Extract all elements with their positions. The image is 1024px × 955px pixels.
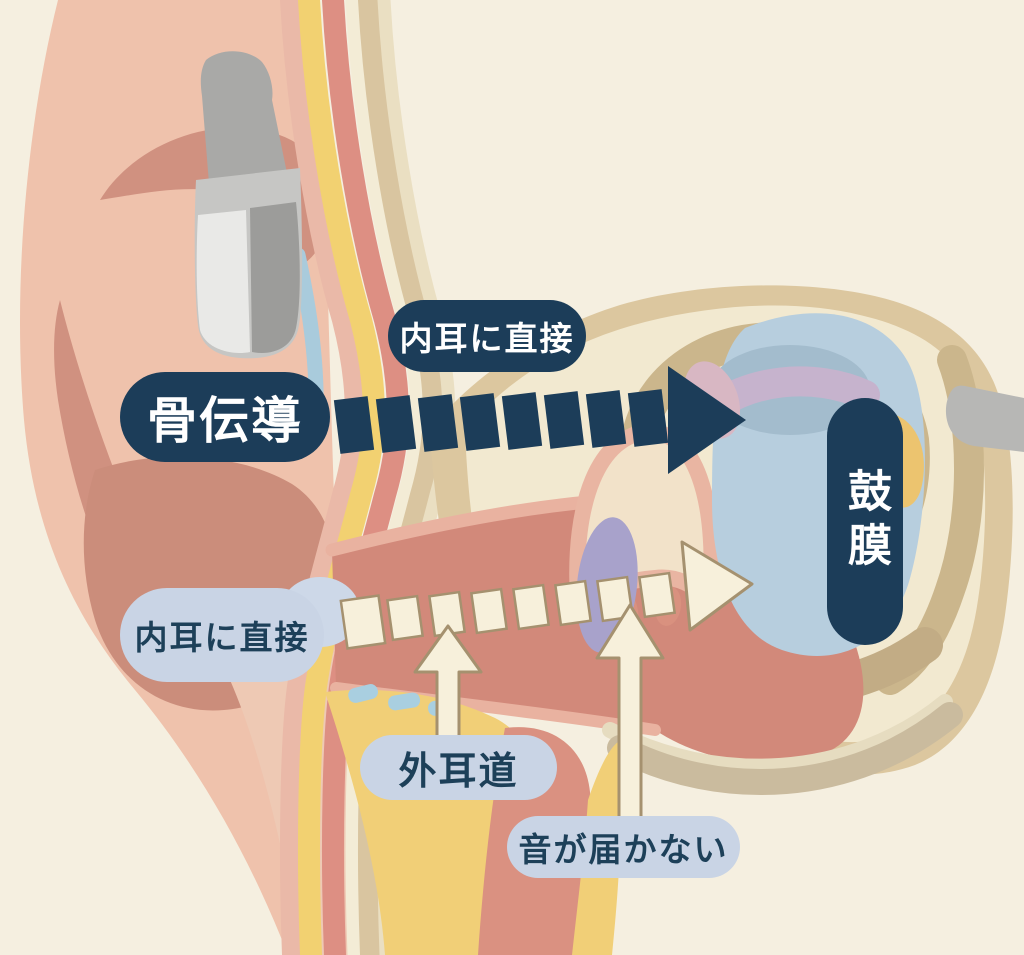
air-conduction-arrowhead [680, 540, 754, 632]
label-direct-to-inner-ear-left: 内耳に直接 [120, 588, 324, 682]
bone-lip-light [602, 694, 953, 775]
label-ear-canal: 外耳道 [360, 735, 557, 800]
ear-canal-arrow [413, 624, 483, 739]
air-conduction-arrow [339, 540, 754, 650]
earbud-stem [200, 51, 288, 196]
label-bone-conduction: 骨伝導 [120, 372, 330, 462]
earbud-body-shade [250, 202, 300, 353]
blocked-sound-arrow [595, 603, 665, 820]
label-ear-canal-text: 外耳道 [398, 751, 519, 793]
label-bone-conduction-text: 骨伝導 [147, 393, 303, 449]
earbud-body-highlight [196, 210, 250, 354]
label-eardrum-text: 鼓膜 [841, 467, 890, 576]
label-direct-to-inner-ear-top-text: 内耳に直接 [399, 320, 575, 357]
label-direct-to-inner-ear-left-text: 内耳に直接 [134, 619, 310, 656]
label-eardrum: 鼓膜 [827, 398, 903, 645]
label-direct-to-inner-ear-top: 内耳に直接 [388, 300, 586, 372]
earbud-device [194, 51, 303, 359]
device-arm [945, 385, 1024, 452]
bone-conduction-arrow [333, 366, 746, 474]
bone-conduction-arrowhead [668, 366, 746, 474]
label-sound-does-not-reach: 音が届かない [507, 816, 740, 878]
label-sound-does-not-reach-text: 音が届かない [518, 831, 729, 868]
bone-lip-tan [607, 702, 963, 795]
